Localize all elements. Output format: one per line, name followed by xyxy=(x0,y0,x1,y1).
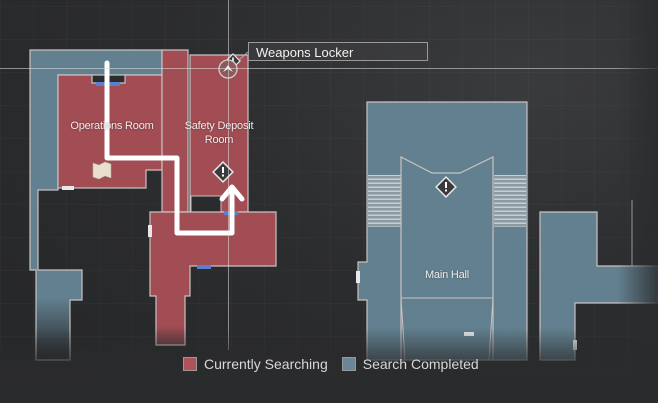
safety-deposit-room[interactable] xyxy=(189,54,249,213)
searching-swatch xyxy=(183,357,197,371)
legend-label: Search Completed xyxy=(362,356,479,372)
east-wing xyxy=(539,200,658,361)
route-arrow xyxy=(219,184,245,202)
weapons-locker-tooltip: Weapons Locker xyxy=(248,42,428,61)
room-label-safety-deposit-line2: Room xyxy=(204,134,234,146)
legend-item-search-completed: Search Completed xyxy=(341,356,479,372)
tooltip-leader-line xyxy=(238,51,249,61)
legend-item-currently-searching: Currently Searching xyxy=(183,356,328,372)
lower-west-hall[interactable] xyxy=(149,211,277,371)
crosshair-horizontal xyxy=(0,68,658,69)
item-alert-icon-safety-deposit[interactable] xyxy=(212,161,234,183)
map-document-icon[interactable] xyxy=(92,161,112,180)
route-path xyxy=(104,60,245,236)
room-label-operations: Operations Room xyxy=(70,120,154,132)
item-alert-icon-main-hall[interactable] xyxy=(435,176,457,198)
legend-label: Currently Searching xyxy=(204,356,328,372)
crosshair-vertical xyxy=(228,0,229,350)
main-hall[interactable] xyxy=(357,101,528,361)
completed-swatch xyxy=(341,357,356,371)
map-legend: Currently Searching Search Completed xyxy=(183,356,487,372)
room-label-main-hall: Main Hall xyxy=(424,269,470,281)
room-label-safety-deposit-line1: Safety Deposit xyxy=(184,120,254,132)
